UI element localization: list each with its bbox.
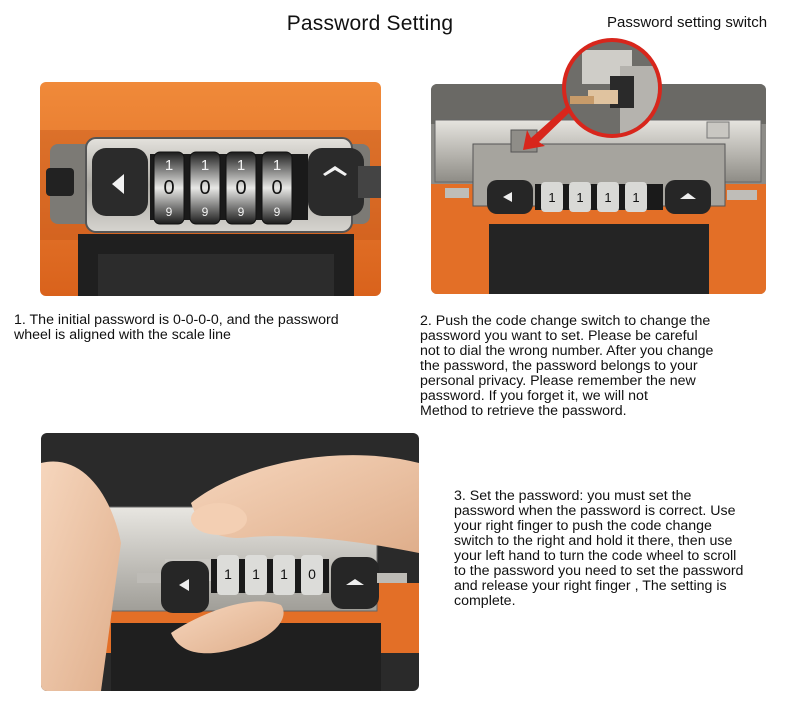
left-hand (41, 461, 121, 691)
red-pointer-arrow (523, 106, 571, 150)
p1-wheel1-above: 1 (165, 157, 173, 174)
page-title: Password Setting (286, 12, 454, 35)
p2-wheel4: 1 (632, 190, 639, 205)
p1-wheel4-below: 9 (274, 205, 281, 219)
step-1-text: 1. The initial password is 0-0-0-0, and … (14, 312, 339, 343)
step-2-text: 2. Push the code change switch to change… (420, 313, 714, 419)
photo-setting-password-hands: 1 1 1 0 (41, 433, 419, 691)
switch-callout-label: Password setting switch (607, 14, 768, 31)
switch-zoom-inset (560, 36, 664, 140)
p1-wheel2-above: 1 (201, 157, 209, 174)
p1-wheel2-below: 9 (202, 205, 209, 219)
p2-wheel2: 1 (576, 190, 583, 205)
p1-wheel3-below: 9 (238, 205, 245, 219)
p2-wheel1: 1 (548, 190, 555, 205)
right-hand (191, 455, 419, 553)
p1-wheel3-above: 1 (237, 157, 245, 174)
p1-wheel4: 0 (271, 177, 282, 199)
p1-wheel4-above: 1 (273, 157, 281, 174)
photo-code-change-switch: 1 1 1 1 (431, 84, 766, 294)
p3-wheel1: 1 (224, 566, 232, 582)
p3-wheel4: 0 (308, 566, 316, 582)
p1-wheel1-below: 9 (166, 205, 173, 219)
p3-wheel2: 1 (252, 566, 260, 582)
photo-initial-password: 1 1 1 1 0 0 0 0 9 9 9 9 (40, 82, 381, 296)
p2-wheel3: 1 (604, 190, 611, 205)
step-3-text: 3. Set the password: you must set the pa… (454, 488, 744, 609)
p1-wheel3: 0 (235, 177, 246, 199)
p3-wheel3: 1 (280, 566, 288, 582)
p1-wheel2: 0 (199, 177, 210, 199)
left-thumb (171, 601, 284, 654)
p1-wheel1: 0 (163, 177, 174, 199)
